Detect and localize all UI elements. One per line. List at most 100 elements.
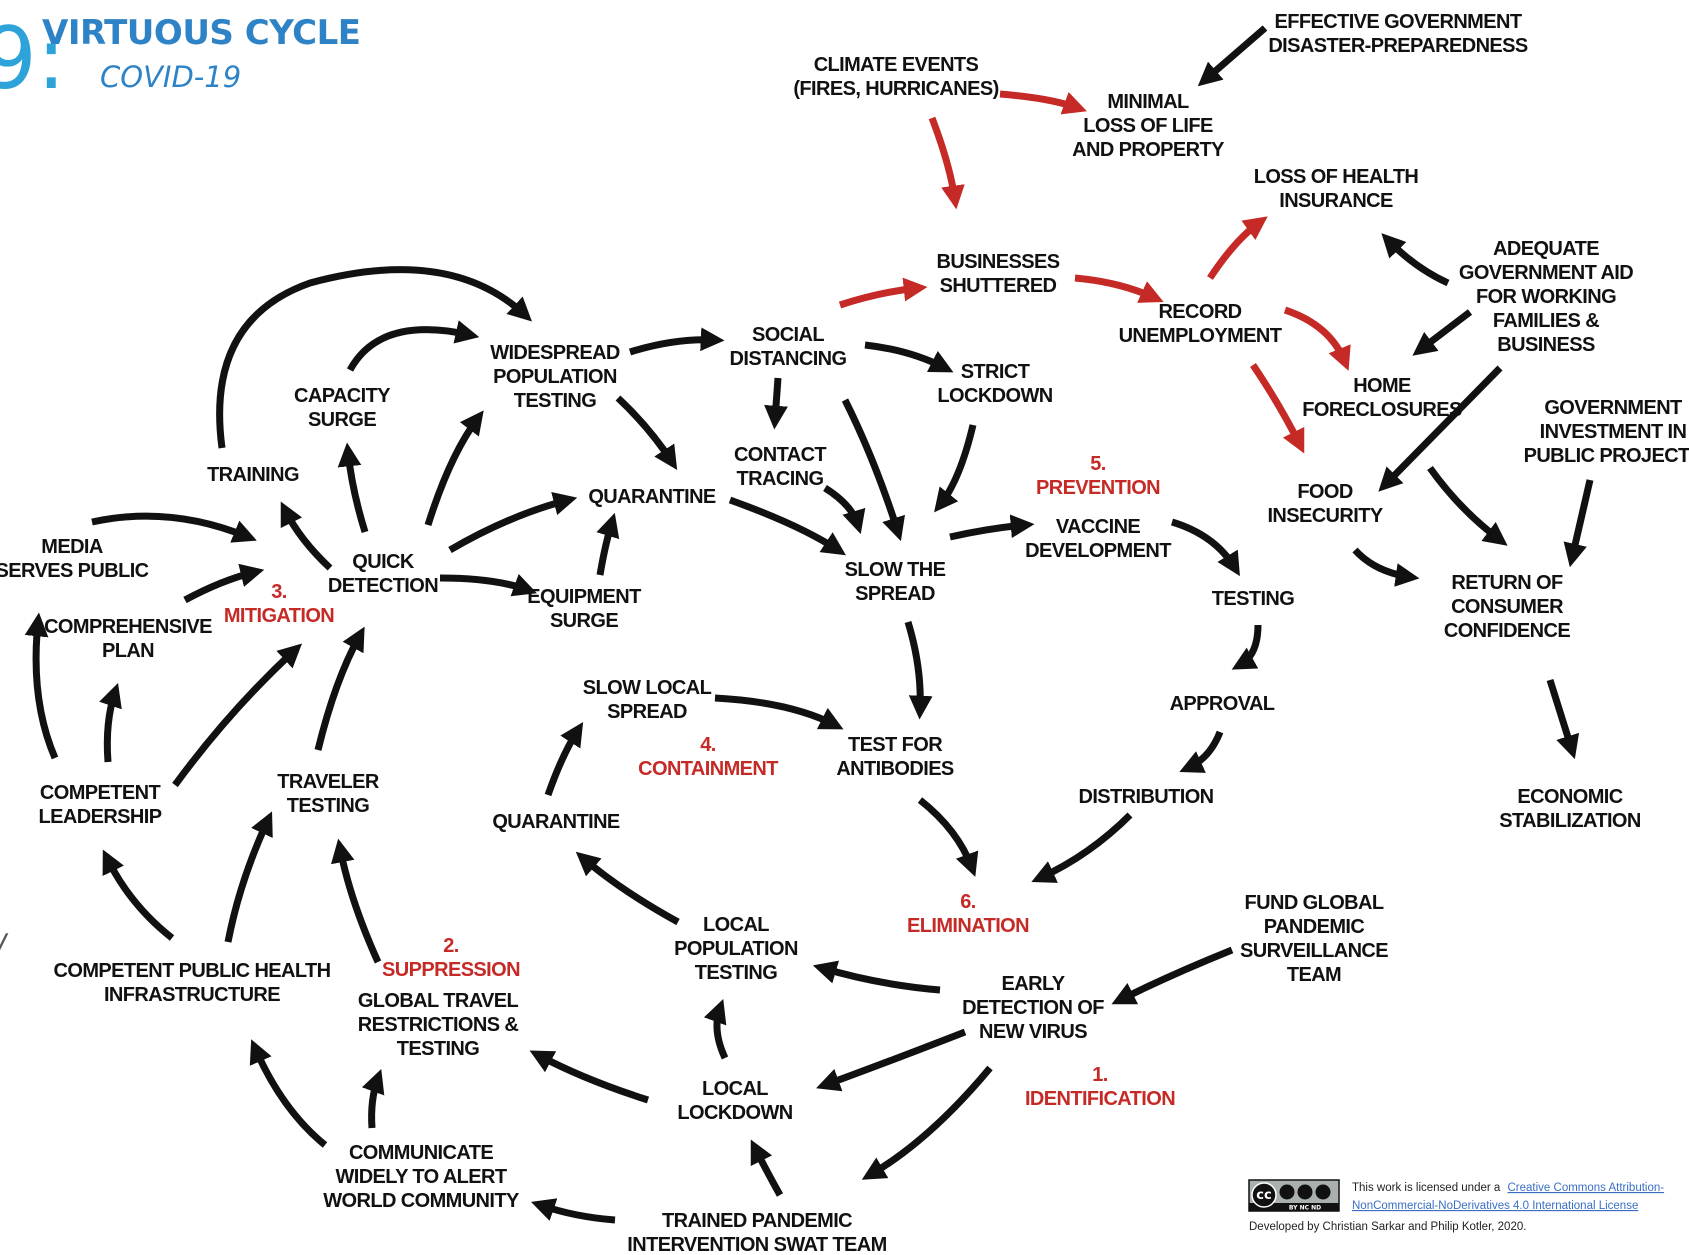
slow-local-spread-line: SPREAD bbox=[607, 701, 687, 723]
competent-public-line: INFRASTRUCTURE bbox=[104, 984, 280, 1006]
arrow-test-antibodies-to-elimination bbox=[917, 797, 979, 877]
global-travel-line: TESTING bbox=[397, 1038, 480, 1060]
economic-stab-line: ECONOMIC bbox=[1517, 786, 1622, 808]
capacity-surge-line: SURGE bbox=[308, 409, 376, 431]
businesses-shuttered-line: BUSINESSES bbox=[937, 251, 1060, 273]
arrow-effective-gov-to-minimal-loss bbox=[1197, 25, 1268, 87]
node-climate-events: CLIMATE EVENTS(FIRES, HURRICANES) bbox=[793, 54, 998, 100]
arrows-layer bbox=[24, 25, 1594, 1224]
local-lockdown-line: LOCAL bbox=[702, 1078, 768, 1100]
stage-identification-label: IDENTIFICATION bbox=[1025, 1088, 1175, 1110]
widespread-testing-line: TESTING bbox=[514, 390, 597, 412]
local-pop-testing-line: LOCAL bbox=[703, 914, 769, 936]
nc-icon bbox=[1297, 1184, 1313, 1200]
record-unemployment-line: RECORD bbox=[1158, 301, 1241, 323]
arrow-distribution-to-elimination bbox=[1031, 812, 1133, 883]
arrow-social-distancing-to-contact-tracing bbox=[764, 377, 788, 430]
minimal-loss-line: AND PROPERTY bbox=[1072, 139, 1225, 161]
license-line1-prefix: This work is licensed under a bbox=[1352, 1182, 1501, 1194]
trained-swat-line: TRAINED PANDEMIC bbox=[662, 1210, 852, 1232]
food-insecurity-line: INSECURITY bbox=[1267, 505, 1383, 527]
arrow-competent-leadership-to-mitigation bbox=[172, 643, 302, 788]
arrow-slow-local-spread-to-test-antibodies bbox=[714, 694, 844, 730]
arrow-early-detection-to-local-pop-testing bbox=[812, 960, 941, 994]
arrow-local-pop-testing-to-quarantine bbox=[575, 851, 680, 926]
stage-suppression: 2.SUPPRESSION bbox=[382, 935, 520, 981]
arrow-quick-detection-to-widespread-testing bbox=[424, 410, 484, 527]
businesses-shuttered-line: SHUTTERED bbox=[940, 275, 1057, 297]
local-pop-testing-line: POPULATION bbox=[674, 938, 798, 960]
communicate-line: COMMUNICATE bbox=[349, 1142, 493, 1164]
strict-lockdown-line: STRICT bbox=[961, 361, 1030, 383]
arrow-quarantine-to-slow-local-spread bbox=[544, 721, 584, 797]
cc-icon-text: cc bbox=[1256, 1188, 1271, 1203]
license-link-1[interactable]: Creative Commons Attribution- bbox=[1508, 1182, 1665, 1194]
header-title: VIRTUOUS CYCLE bbox=[42, 13, 360, 53]
arrow-fund-global-to-early-detection bbox=[1111, 946, 1234, 1005]
social-distancing-line: DISTANCING bbox=[730, 348, 847, 370]
stage-mitigation-label: MITIGATION bbox=[224, 605, 334, 627]
approval-line: APPROVAL bbox=[1170, 693, 1275, 715]
license-link-2[interactable]: NonCommercial-NoDerivatives 4.0 Internat… bbox=[1352, 1200, 1638, 1212]
effective-gov-line: DISASTER-PREPAREDNESS bbox=[1268, 35, 1528, 57]
testing-right-line: TESTING bbox=[1212, 588, 1295, 610]
slow-local-spread-line: SLOW LOCAL bbox=[583, 677, 712, 699]
cc-license-badge[interactable]: cc BY NC ND bbox=[1248, 1179, 1340, 1212]
slow-the-spread-line: SPREAD bbox=[855, 583, 935, 605]
vaccine-dev-line: DEVELOPMENT bbox=[1025, 540, 1171, 562]
early-detection-line: NEW VIRUS bbox=[979, 1021, 1087, 1043]
effective-gov-line: EFFECTIVE GOVERNMENT bbox=[1275, 11, 1522, 33]
header: 9: VIRTUOUS CYCLE COVID-19 / bbox=[0, 9, 361, 962]
arrow-approval-to-distribution bbox=[1179, 730, 1224, 773]
node-testing-right: TESTING bbox=[1212, 588, 1295, 610]
global-travel-line: RESTRICTIONS & bbox=[358, 1014, 519, 1036]
test-antibodies-line: ANTIBODIES bbox=[836, 758, 954, 780]
vaccine-dev-line: VACCINE bbox=[1056, 516, 1141, 538]
node-training: TRAINING bbox=[207, 464, 299, 486]
arrow-media-to-mitigation bbox=[91, 512, 257, 543]
minimal-loss-line: MINIMAL bbox=[1107, 91, 1189, 113]
node-quarantine-top: QUARANTINE bbox=[588, 486, 716, 508]
stage-elimination-num: 6. bbox=[960, 891, 976, 913]
contact-tracing-line: TRACING bbox=[737, 468, 824, 490]
arrow-traveler-testing-to-quick-detection bbox=[314, 626, 365, 751]
arrow-slow-the-spread-to-vaccine-dev bbox=[949, 514, 1035, 541]
strict-lockdown-line: LOCKDOWN bbox=[937, 385, 1052, 407]
quarantine-bottom-line: QUARANTINE bbox=[492, 811, 620, 833]
arrow-adequate-aid-to-food-insecurity bbox=[1378, 365, 1503, 492]
arrow-communicate-to-competent-public bbox=[249, 1039, 328, 1148]
arrow-quarantine-to-slow-the-spread bbox=[728, 496, 846, 556]
comprehensive-plan-line: COMPREHENSIVE bbox=[44, 616, 212, 638]
quick-detection-line: DETECTION bbox=[328, 575, 438, 597]
arrow-capacity-surge-to-widespread-testing bbox=[346, 320, 480, 372]
arrow-local-lockdown-to-local-pop-testing bbox=[703, 999, 729, 1060]
arrow-widespread-testing-to-quarantine bbox=[615, 395, 678, 470]
arrow-record-unemployment-to-food-insecurity bbox=[1250, 363, 1305, 454]
return-consumer-line: RETURN OF bbox=[1451, 572, 1563, 594]
capacity-surge-line: CAPACITY bbox=[294, 385, 391, 407]
gov-investment-line: PUBLIC PROJECTS bbox=[1524, 445, 1689, 467]
early-detection-line: EARLY bbox=[1002, 973, 1066, 995]
arrow-social-distancing-to-strict-lockdown bbox=[864, 341, 954, 373]
stage-suppression-num: 2. bbox=[443, 935, 459, 957]
